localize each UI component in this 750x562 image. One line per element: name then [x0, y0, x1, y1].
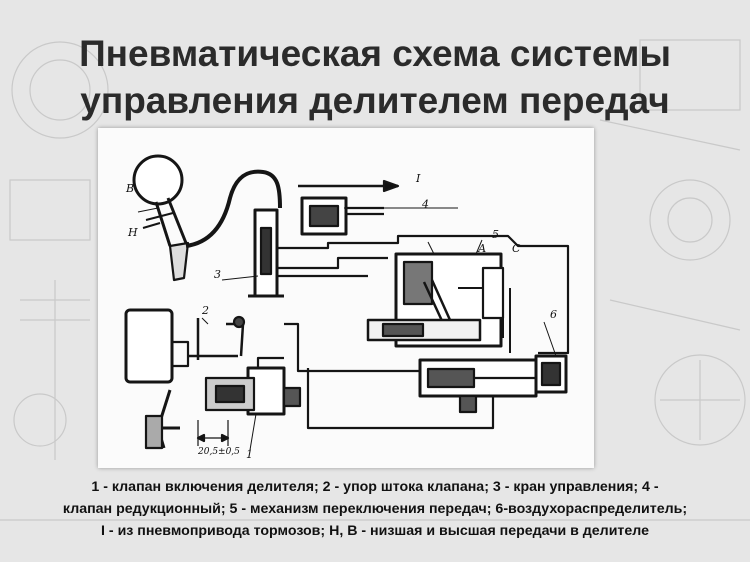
label-B: В	[125, 182, 134, 195]
label-2: 2	[201, 304, 209, 317]
dimension-label: 20,5±0,5	[197, 447, 240, 457]
title-line-1: Пневматическая схема системы	[79, 33, 671, 74]
caption-line-2: клапан редукционный; 5 - механизм перекл…	[62, 501, 688, 517]
label-4: 4	[421, 198, 429, 211]
caption-line-1: 1 - клапан включения делителя; 2 - упор …	[91, 479, 659, 495]
diagram-caption: 1 - клапан включения делителя; 2 - упор …	[0, 476, 750, 542]
diagram-drawing: 3 2 1 I 4 5 А С 6 В Н 20,5±0,5	[124, 154, 570, 461]
clutch-housing	[124, 308, 174, 384]
label-6: 6	[550, 308, 557, 321]
label-3: 3	[214, 268, 221, 281]
label-5: 5	[492, 228, 499, 241]
label-C: С	[512, 242, 521, 255]
label-H: Н	[127, 226, 138, 239]
title-line-2: управления делителем передач	[80, 80, 670, 121]
caption-line-3: I - из пневмопривода тормозов; Н, В - ни…	[101, 523, 649, 539]
page-title: Пневматическая схема системы управления …	[0, 30, 750, 124]
label-A: А	[477, 242, 486, 255]
control-knob	[132, 154, 184, 206]
pneumatic-diagram: 3 2 1 I 4 5 А С 6 В Н 20,5±0,5	[98, 128, 594, 468]
label-1: 1	[246, 448, 253, 461]
label-I: I	[415, 172, 421, 185]
